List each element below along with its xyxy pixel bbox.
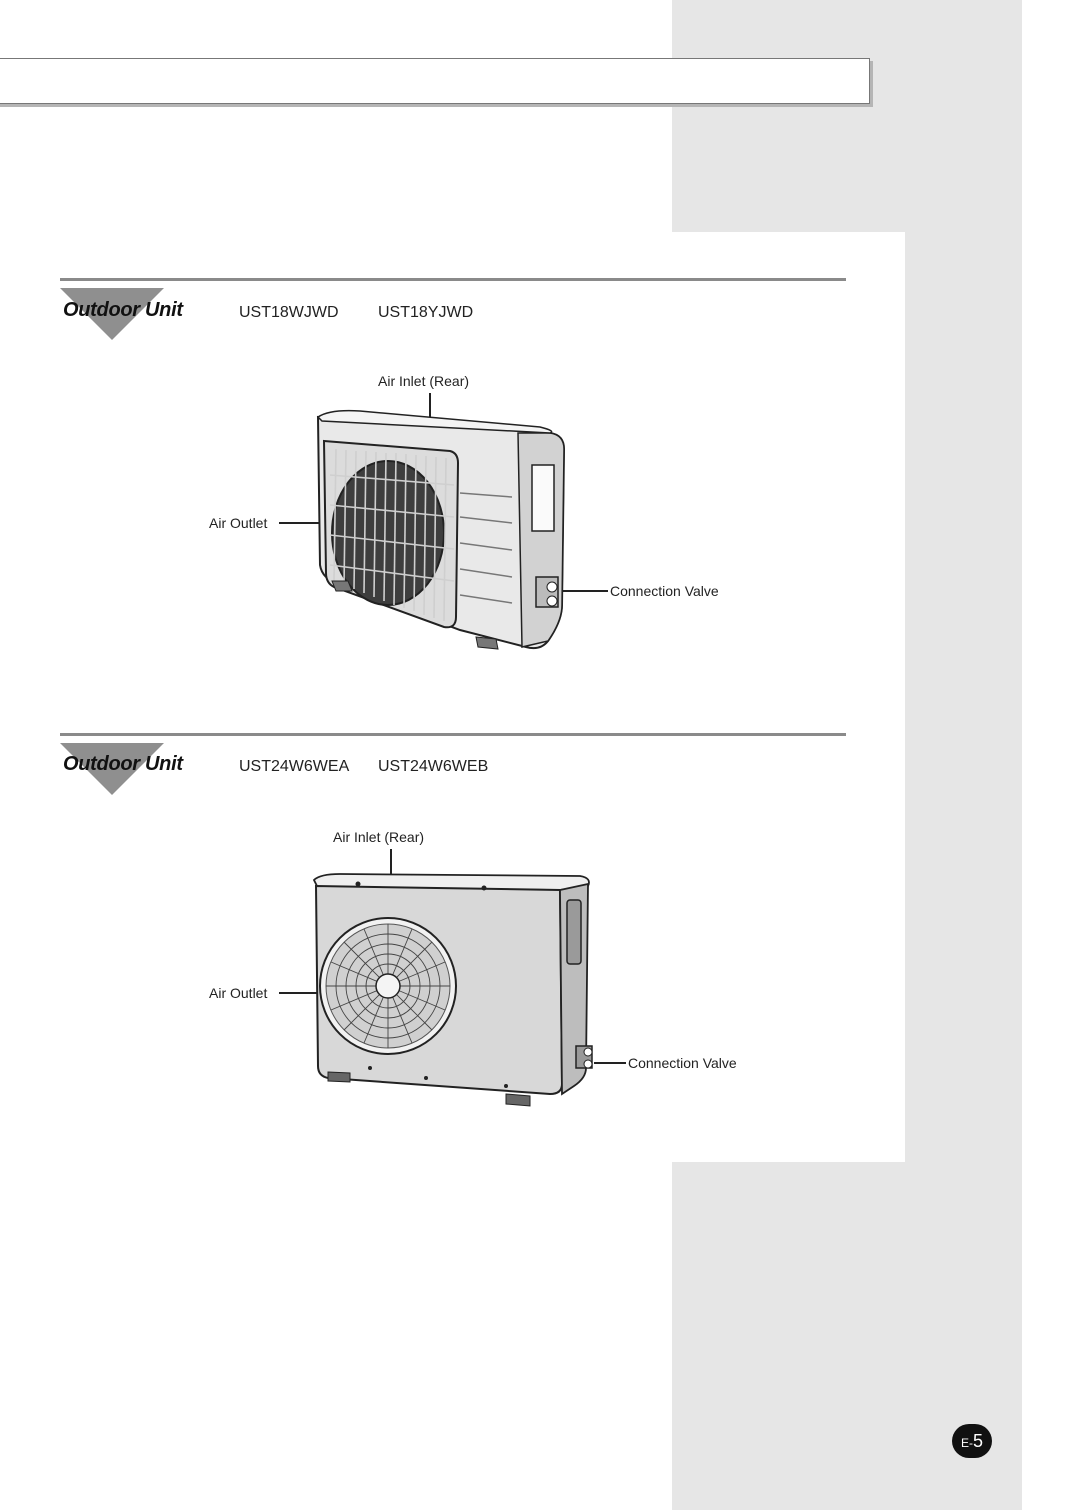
air-inlet-label: Air Inlet (Rear) bbox=[333, 829, 425, 845]
leader-line bbox=[558, 590, 608, 592]
leader-line bbox=[594, 1062, 626, 1064]
air-outlet-label: Air Outlet bbox=[209, 515, 268, 531]
air-outlet-label: Air Outlet bbox=[209, 985, 268, 1001]
page-number: 5 bbox=[972, 1431, 983, 1451]
section-title: Outdoor Unit bbox=[63, 299, 183, 321]
model-number: UST18YJWD bbox=[378, 304, 474, 321]
model-number: UST24W6WEA bbox=[239, 758, 350, 775]
section-title: Outdoor Unit bbox=[63, 753, 183, 775]
outdoor-unit-illustration bbox=[312, 873, 593, 1107]
section-rule bbox=[60, 733, 846, 736]
connection-valve-label: Connection Valve bbox=[610, 583, 719, 599]
header-box bbox=[0, 58, 870, 104]
leader-line bbox=[429, 393, 431, 417]
page-prefix: E- bbox=[960, 1436, 973, 1450]
model-number: UST18WJWD bbox=[239, 304, 339, 321]
connection-valve-label: Connection Valve bbox=[628, 1055, 737, 1071]
section-rule bbox=[60, 278, 846, 281]
leader-line bbox=[390, 849, 392, 875]
content-panel bbox=[672, 232, 905, 1162]
section-triangle bbox=[60, 288, 164, 340]
model-number: UST24W6WEB bbox=[378, 758, 489, 775]
air-inlet-label: Air Inlet (Rear) bbox=[378, 373, 470, 389]
section-triangle bbox=[60, 743, 164, 795]
leader-line bbox=[279, 992, 334, 994]
leader-line bbox=[279, 522, 321, 524]
page-number-badge: E-5 bbox=[952, 1424, 992, 1458]
outdoor-unit-illustration bbox=[316, 409, 566, 650]
